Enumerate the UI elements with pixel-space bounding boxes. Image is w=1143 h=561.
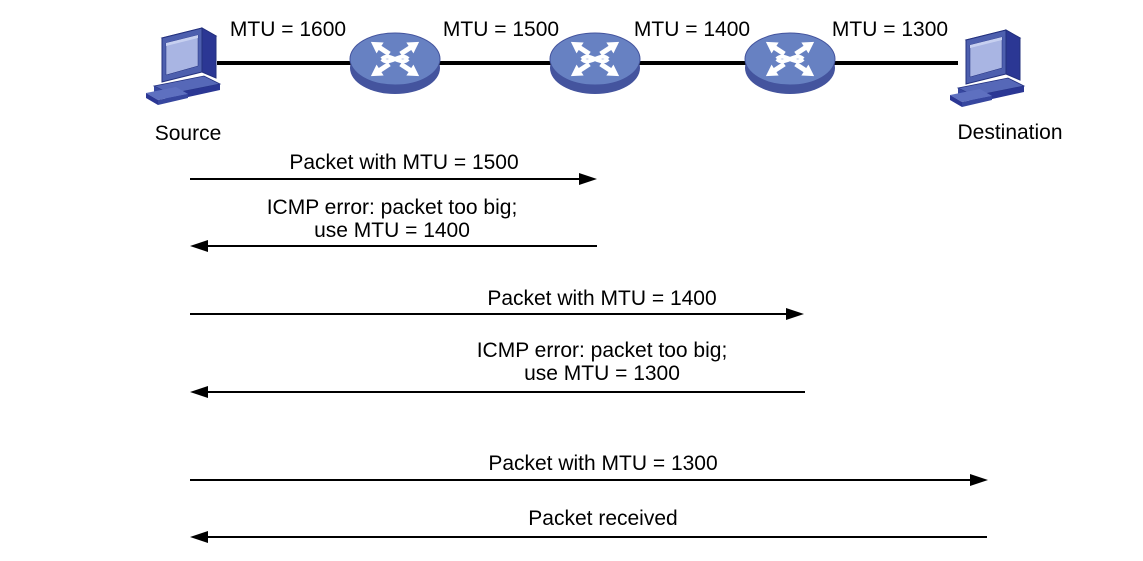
link-mtu-label-1: MTU = 1600 [229, 18, 347, 41]
message-arrow-left [190, 386, 805, 398]
arrow-shaft [190, 178, 583, 180]
message-label: ICMP error: packet too big; use MTU = 13… [476, 339, 728, 385]
arrowhead-right-icon [579, 173, 597, 185]
arrowhead-left-icon [190, 386, 208, 398]
message-arrow-left [190, 531, 987, 543]
message-arrow-right [190, 474, 988, 486]
source-node [146, 20, 230, 108]
link-mtu-label-4: MTU = 1300 [831, 18, 949, 41]
message-label: Packet with MTU = 1300 [488, 452, 718, 475]
router-3 [744, 30, 836, 96]
message-arrow-right [190, 173, 597, 185]
router-icon [549, 32, 641, 94]
message-label: Packet with MTU = 1400 [487, 287, 717, 310]
message-arrow-right [190, 308, 804, 320]
link-mtu-label-2: MTU = 1500 [442, 18, 560, 41]
router-icon [349, 32, 441, 94]
arrow-shaft [190, 479, 974, 481]
message-label: ICMP error: packet too big; use MTU = 14… [266, 196, 518, 242]
message-label: Packet with MTU = 1500 [289, 151, 519, 174]
router-2 [549, 30, 641, 96]
message-arrow-left [190, 240, 597, 252]
destination-label: Destination [957, 121, 1063, 144]
arrow-shaft [190, 313, 790, 315]
arrow-shaft [204, 536, 987, 538]
computer-icon [146, 27, 222, 105]
link-mtu-label-3: MTU = 1400 [633, 18, 751, 41]
router-icon [744, 32, 836, 94]
arrow-shaft [204, 391, 805, 393]
arrowhead-right-icon [786, 308, 804, 320]
arrow-shaft [204, 245, 597, 247]
arrowhead-right-icon [970, 474, 988, 486]
message-label: Packet received [528, 507, 678, 530]
destination-node [950, 22, 1034, 110]
arrowhead-left-icon [190, 240, 208, 252]
arrowhead-left-icon [190, 531, 208, 543]
computer-icon [950, 29, 1026, 107]
router-1 [349, 30, 441, 96]
source-label: Source [154, 122, 222, 145]
